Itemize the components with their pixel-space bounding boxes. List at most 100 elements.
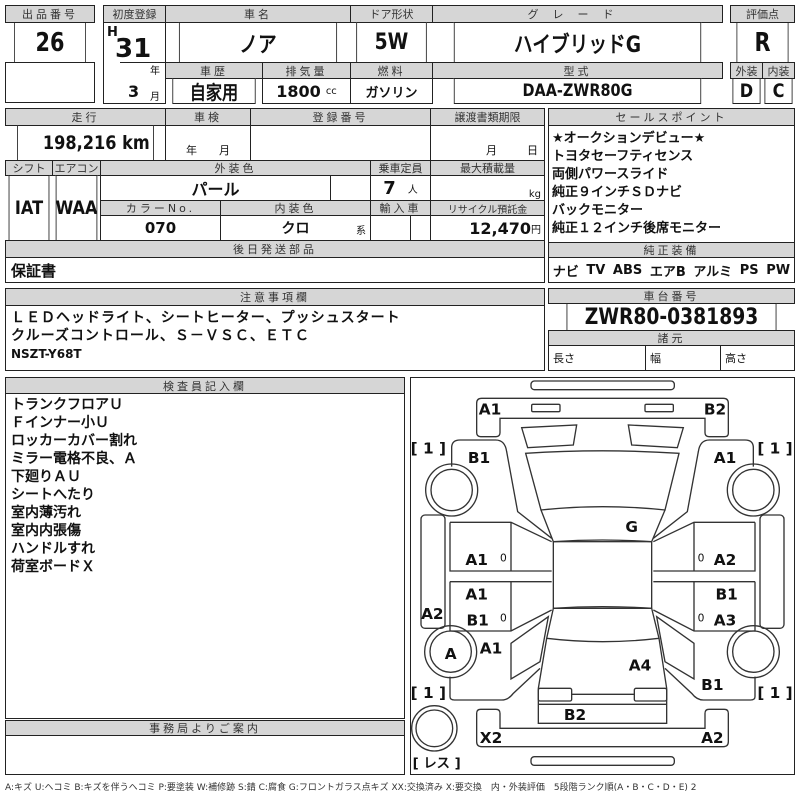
year-unit: 年 (150, 66, 160, 77)
reg-month: 3 (128, 82, 140, 101)
equipment-item: ABS (612, 262, 643, 278)
inspector-label: 検査員記入欄 (5, 377, 405, 394)
int-color: クロ (281, 221, 310, 237)
cc-unit: cc (325, 85, 337, 97)
inspector-line: ハンドルすれ (11, 541, 95, 557)
import-label: 輸入車 (370, 200, 431, 216)
transfer-label: 譲渡書類期限 (430, 108, 545, 126)
capacity-label: 乗車定員 (370, 160, 431, 176)
ext-color: パール (100, 175, 331, 201)
inspector-line: 荷室ボードＸ (11, 559, 95, 575)
color-no: 070 (100, 215, 221, 241)
later-parts-label: 後日発送部品 (5, 240, 545, 258)
damage-label: B2 (564, 706, 586, 724)
handle-mark: 0 (698, 611, 705, 624)
notes-body: ＬＥＤヘッドライト、シートヒーター、プッシュスタート クルーズコントロール、Ｓ－… (5, 305, 545, 371)
damage-label: B1 (468, 449, 490, 467)
shift: IAT (8, 175, 50, 241)
inspector-line: 下廻りＡＵ (11, 469, 81, 485)
history: 自家用 (172, 78, 256, 104)
legend: A:キズ U:ヘコミ B:キズを伴うヘコミ P:要塗装 W:補修跡 S:錆 C:… (5, 783, 697, 793)
max-load-unit: kg (430, 175, 545, 201)
later-parts: 保証書 (5, 257, 545, 283)
ext-color-extra (330, 175, 371, 201)
month-unit: 月 (150, 92, 160, 103)
notes-line: NSZT-Y68T (11, 347, 82, 361)
equipment-item: アルミ (693, 264, 733, 280)
damage-label: A4 (629, 657, 652, 675)
equipment-item: PW (766, 262, 791, 278)
score-label: 評価点 (730, 5, 795, 23)
tire-tread-label: [ 1 ] (411, 440, 446, 458)
damage-label: A2 (701, 729, 724, 747)
sales-point: 純正１２インチ後席モニター (552, 221, 722, 236)
chassis-label: 車台番号 (548, 288, 795, 304)
notes-label: 注意事項欄 (5, 288, 545, 306)
damage-label: A2 (421, 605, 444, 623)
ext-label: 外装 (730, 62, 763, 79)
damage-label: B1 (466, 612, 488, 630)
tire-tread-label: [ 1 ] (757, 440, 792, 458)
mileage-label: 走行 (5, 108, 166, 126)
transfer-cell: 月日 (430, 125, 545, 161)
mileage: 198,216 km (17, 125, 154, 161)
lot-label: 出品番号 (5, 5, 95, 23)
inspector-line: ロッカーカバー割れ (11, 433, 137, 449)
damage-label: A (445, 645, 457, 663)
int-label: 内装 (762, 62, 795, 79)
damage-label: A1 (465, 551, 488, 569)
chassis-number: ZWR80-0381893 (566, 303, 777, 331)
import-cell-1 (370, 215, 411, 241)
recycle-label: リサイクル預託金 (430, 200, 545, 216)
sales-point: 両側パワースライド (552, 167, 669, 182)
office-label: 事務局よりご案内 (5, 720, 405, 736)
inspector-line: 室内薄汚れ (11, 505, 81, 521)
office-body (5, 735, 405, 775)
fuel: ガソリン (350, 78, 433, 104)
reg-year: 31 (115, 34, 152, 64)
color-no-label: カラーNo. (100, 200, 221, 216)
plate-value (250, 125, 431, 161)
damage-label: B1 (715, 586, 737, 604)
era: H (107, 25, 118, 40)
capacity: 7 (383, 177, 396, 199)
car-name: ノア (178, 22, 338, 63)
damage-label: X2 (480, 729, 502, 747)
shift-label: シフト (5, 160, 53, 176)
equipment-item: TV (586, 262, 606, 278)
inspection-cell: 年月 (165, 125, 251, 161)
displacement-label: 排気量 (262, 62, 351, 79)
equipment-label: 純正装備 (548, 242, 795, 258)
damage-label: B2 (704, 401, 726, 419)
int-color-cell: クロ系 (220, 215, 371, 241)
equipment-item: ナビ (552, 264, 579, 280)
transfer-month-unit: 月 (486, 144, 497, 157)
equipment-item: エアB (649, 264, 686, 280)
recycle-fee: 12,470 (469, 218, 531, 238)
damage-label: G (625, 518, 638, 536)
handle-mark: 0 (500, 611, 507, 624)
fuel-label: 燃料 (350, 62, 433, 79)
damage-label: A1 (714, 449, 737, 467)
inspection-month-unit: 月 (219, 144, 230, 157)
inspector-line: トランクフロアＵ (11, 397, 123, 413)
equipment-item: PS (739, 262, 759, 278)
height-label: 高さ (720, 345, 795, 371)
damage-label: A1 (479, 401, 502, 419)
tire-tread-label: [ 1 ] (411, 684, 446, 702)
sales-points-label: セールスポイント (548, 108, 795, 126)
damage-label: A2 (714, 551, 737, 569)
equipment-list: ナビ TV ABS エアB アルミ PS PW (548, 257, 795, 283)
car-name-label: 車名 (165, 5, 351, 23)
import-cell-2 (410, 215, 431, 241)
car-damage-diagram: A1 B2 [ 1 ] B1 A1 [ 1 ] G A1 0 0 A2 A1 B… (411, 380, 793, 771)
history-label: 車歴 (165, 62, 263, 79)
model: DAA-ZWR80G (453, 78, 702, 104)
aircon: WAA (55, 175, 98, 241)
inspector-notes: トランクフロアＵ Ｆインナー小Ｕ ロッカーカバー割れ ミラー電格不良、Ａ 下廻り… (5, 393, 405, 719)
lot-number: 26 (14, 22, 86, 63)
inspector-line: Ｆインナー小Ｕ (11, 415, 109, 431)
first-reg-label: 初度登録 (103, 5, 166, 23)
